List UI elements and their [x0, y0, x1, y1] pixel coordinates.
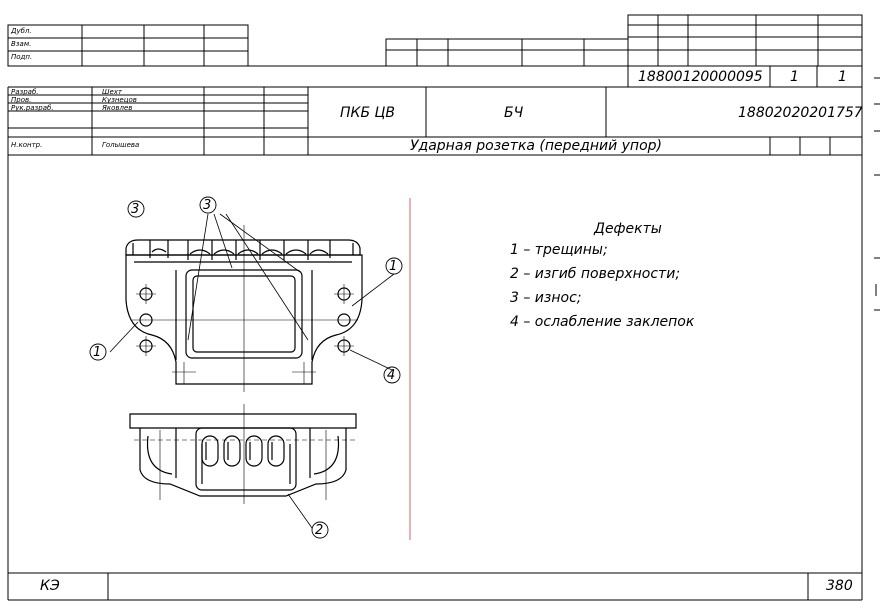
org-name: ПКБ ЦВ	[340, 105, 395, 121]
role-checker: Пров.	[11, 96, 32, 104]
footer-code: КЭ	[40, 578, 60, 594]
callout-3-top: 3	[203, 198, 212, 213]
legend-item-4: 4 – ослабление заклепок	[510, 314, 695, 330]
top-right-grid	[627, 14, 863, 67]
doc-number: 18800120000095	[638, 69, 763, 85]
legend-heading: Дефекты	[594, 221, 662, 237]
name-developer: Шехт	[102, 88, 123, 96]
callout-4: 4	[387, 368, 396, 383]
callout-3-left: 3	[131, 202, 140, 217]
name-lead: Яковлев	[102, 104, 133, 112]
callout-1-right: 1	[389, 259, 398, 274]
left-grid	[7, 24, 249, 67]
sheets-total: 1	[838, 69, 847, 85]
legend-item-3: 3 – износ;	[510, 290, 582, 306]
role-developer: Разраб.	[11, 88, 39, 96]
name-norm-control: Голышева	[102, 141, 140, 149]
label-vzam: Взам.	[11, 40, 32, 48]
callout-2: 2	[315, 523, 324, 538]
name-checker: Кузнецов	[102, 96, 137, 104]
part-code: 18802020201757	[738, 105, 863, 121]
label-dubl: Дубл.	[11, 27, 32, 35]
sheet-number: 1	[790, 69, 799, 85]
callout-1-left: 1	[93, 345, 102, 360]
role-norm-control: Н.контр.	[11, 141, 43, 149]
dept-name: БЧ	[504, 105, 524, 121]
legend-item-1: 1 – трещины;	[510, 242, 608, 258]
legend-item-2: 2 – изгиб поверхности;	[510, 266, 681, 282]
role-lead: Рук.разраб.	[11, 104, 54, 112]
footer-page: 380	[826, 578, 853, 594]
label-podp: Подп.	[11, 53, 33, 61]
part-side-view	[129, 413, 357, 497]
drawing-title: Ударная розетка (передний упор)	[410, 138, 662, 154]
